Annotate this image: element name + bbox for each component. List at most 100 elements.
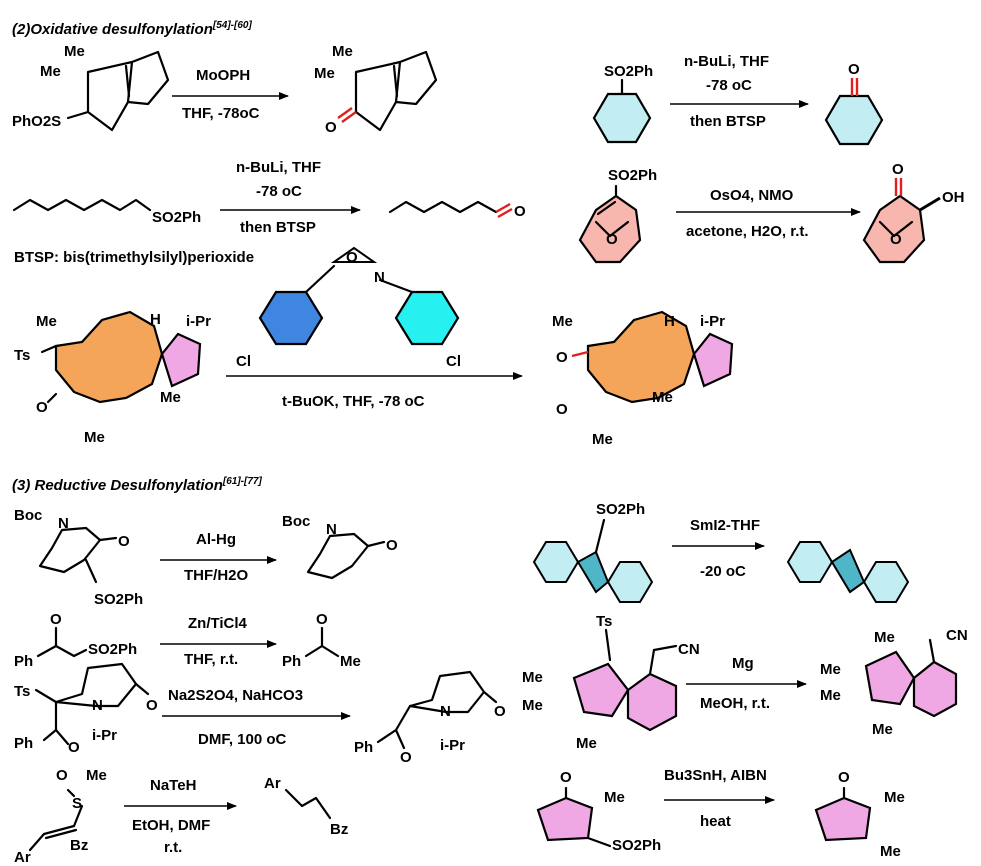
svg-text:Me: Me	[592, 431, 613, 448]
svg-text:i-Pr: i-Pr	[440, 737, 465, 754]
svg-text:Me: Me	[820, 687, 841, 704]
svg-text:Boc: Boc	[282, 513, 310, 530]
svg-text:i-Pr: i-Pr	[186, 313, 211, 330]
r4-product: O O OH	[862, 161, 965, 264]
svg-text:Cl: Cl	[446, 353, 461, 370]
svg-text:O: O	[556, 349, 568, 366]
svg-text:Ts: Ts	[14, 683, 30, 700]
r3-product: O	[388, 200, 526, 220]
r7-reactant: SO2Ph	[532, 501, 654, 603]
svg-text:N: N	[440, 703, 451, 720]
svg-text:acetone, H2O, r.t.: acetone, H2O, r.t.	[686, 223, 809, 240]
svg-text:SmI2-THF: SmI2-THF	[690, 517, 760, 534]
svg-text:O: O	[892, 161, 904, 178]
svg-text:MeOH, r.t.: MeOH, r.t.	[700, 695, 770, 712]
svg-text:Me: Me	[874, 629, 895, 646]
svg-text:H: H	[664, 313, 675, 330]
svg-text:-20 oC: -20 oC	[700, 563, 746, 580]
svg-text:O: O	[346, 249, 358, 266]
svg-text:Me: Me	[160, 389, 181, 406]
svg-text:PhO2S: PhO2S	[12, 113, 61, 130]
svg-text:then BTSP: then BTSP	[690, 113, 766, 130]
svg-text:O: O	[146, 697, 158, 714]
r1-conditions: THF, -78oC	[182, 105, 260, 122]
svg-text:Bz: Bz	[330, 821, 348, 838]
svg-text:Me: Me	[880, 843, 901, 860]
svg-text:SO2Ph: SO2Ph	[608, 167, 657, 184]
svg-text:Me: Me	[86, 767, 107, 784]
svg-text:Ph: Ph	[354, 739, 373, 756]
r2-product: O	[824, 61, 884, 146]
svg-text:heat: heat	[700, 813, 731, 830]
r5-product: Me O O Me H i-Pr Me	[552, 310, 734, 448]
svg-text:Me: Me	[820, 661, 841, 678]
svg-text:Mg: Mg	[732, 655, 754, 672]
svg-text:OsO4, NMO: OsO4, NMO	[710, 187, 794, 204]
r4-reactant: O SO2Ph	[578, 167, 657, 264]
r1-reagent: MoOPH	[196, 67, 250, 84]
r2-reactant: SO2Ph	[592, 63, 653, 144]
r12-reactant: O Me SO2Ph	[536, 769, 661, 854]
davis-oxaziridine: O N Cl Cl	[236, 246, 461, 370]
svg-text:Me: Me	[314, 65, 335, 82]
r12-product: O Me Me	[814, 769, 905, 860]
svg-text:Me: Me	[884, 789, 905, 806]
r7-product	[786, 541, 910, 603]
svg-text:t-BuOK, THF, -78 oC: t-BuOK, THF, -78 oC	[282, 393, 425, 410]
svg-text:DMF, 100 oC: DMF, 100 oC	[198, 731, 287, 748]
svg-text:Me: Me	[40, 63, 61, 80]
svg-text:NaTeH: NaTeH	[150, 777, 196, 794]
svg-text:i-Pr: i-Pr	[92, 727, 117, 744]
section2-heading: (2)Oxidative desulfonylation[54]-[60]	[12, 20, 252, 38]
svg-text:-78 oC: -78 oC	[256, 183, 302, 200]
svg-text:O: O	[400, 749, 412, 766]
svg-text:SO2Ph: SO2Ph	[94, 591, 143, 608]
svg-text:SO2Ph: SO2Ph	[612, 837, 661, 854]
svg-text:Zn/TiCl4: Zn/TiCl4	[188, 615, 248, 632]
r1-reactant: Me Me PhO2S	[12, 43, 170, 132]
svg-text:Bz: Bz	[70, 837, 88, 854]
svg-text:Me: Me	[522, 669, 543, 686]
svg-text:Ts: Ts	[14, 347, 30, 364]
svg-text:Me: Me	[652, 389, 673, 406]
svg-text:O: O	[890, 231, 902, 248]
svg-text:N: N	[374, 269, 385, 286]
svg-text:Na2S2O4, NaHCO3: Na2S2O4, NaHCO3	[168, 687, 303, 704]
r10-product: Me CN Me Me Me	[820, 627, 968, 738]
svg-text:-78 oC: -78 oC	[706, 77, 752, 94]
svg-text:i-Pr: i-Pr	[700, 313, 725, 330]
svg-text:Ph: Ph	[282, 653, 301, 670]
svg-text:Me: Me	[604, 789, 625, 806]
svg-text:THF, r.t.: THF, r.t.	[184, 651, 238, 668]
svg-text:O: O	[316, 611, 328, 628]
r9-product: Ph O O N i-Pr	[354, 670, 506, 766]
svg-text:Me: Me	[340, 653, 361, 670]
svg-text:Ts: Ts	[596, 613, 612, 630]
r3-reactant: SO2Ph	[12, 198, 201, 226]
r6-reactant: Boc N O SO2Ph	[14, 507, 143, 608]
svg-text:Me: Me	[84, 429, 105, 446]
r10-reactant: Ts CN Me Me Me	[522, 613, 700, 752]
svg-text:O: O	[556, 401, 568, 418]
btsp-footnote: BTSP: bis(trimethylsilyl)perioxide	[14, 249, 254, 266]
svg-text:Me: Me	[64, 43, 85, 60]
svg-text:CN: CN	[678, 641, 700, 658]
svg-text:H: H	[150, 311, 161, 328]
svg-text:N: N	[92, 697, 103, 714]
svg-text:Me: Me	[552, 313, 573, 330]
svg-text:Me: Me	[332, 43, 353, 60]
svg-text:THF/H2O: THF/H2O	[184, 567, 249, 584]
r8-product: Ph O Me	[282, 611, 361, 670]
r9-reactant: Ts Ph O O N i-Pr	[14, 662, 158, 756]
svg-text:O: O	[560, 769, 572, 786]
svg-text:O: O	[118, 533, 130, 550]
svg-text:O: O	[606, 231, 618, 248]
svg-text:O: O	[514, 203, 526, 220]
svg-text:O: O	[494, 703, 506, 720]
svg-text:Ar: Ar	[14, 849, 31, 866]
svg-text:Cl: Cl	[236, 353, 251, 370]
svg-text:O: O	[386, 537, 398, 554]
svg-text:SO2Ph: SO2Ph	[88, 641, 137, 658]
svg-text:O: O	[50, 611, 62, 628]
svg-text:O: O	[36, 399, 48, 416]
